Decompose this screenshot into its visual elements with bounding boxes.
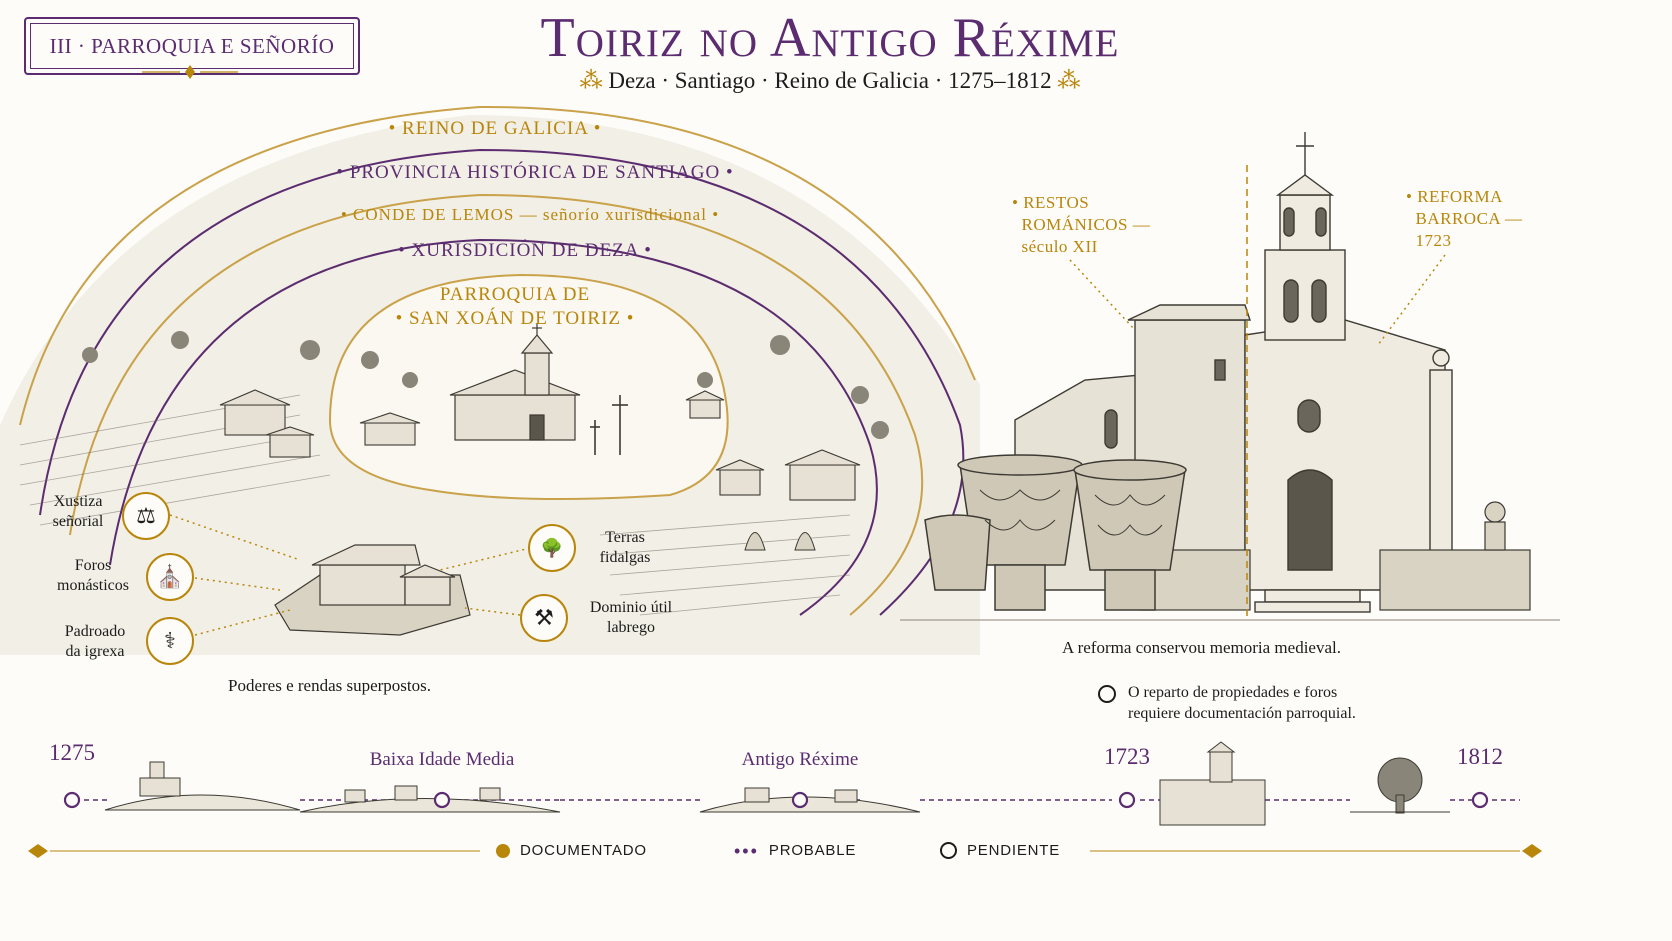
romanesque-capitals xyxy=(924,454,1187,611)
legend-rule xyxy=(28,844,1542,858)
dotted-icon: ••• xyxy=(734,840,759,861)
jurisdiction-diagram xyxy=(0,105,980,655)
timeline-thumb-village xyxy=(299,785,561,813)
caption-left: Poderes e rendas superpostos. xyxy=(228,676,432,695)
tag-ornament xyxy=(142,65,238,79)
houses-parish xyxy=(219,389,861,501)
timeline-thumb-tree xyxy=(1350,757,1450,814)
timeline-thumb-church xyxy=(1159,741,1266,826)
legend-documentado: DOCUMENTADO xyxy=(496,842,647,859)
timeline-node-1275 xyxy=(63,791,81,809)
hollow-circle-icon xyxy=(940,842,957,859)
band-label-provincia: • PROVINCIA HISTÓRICA DE SANTIAGO • xyxy=(336,162,734,183)
legend-ornament-right xyxy=(1522,844,1542,858)
legend-ornament-left xyxy=(28,844,48,858)
timeline-graphic xyxy=(63,741,1520,826)
farmhouse-drawing xyxy=(274,544,471,636)
timeline-label-1812: 1812 xyxy=(1457,744,1503,769)
band-label-parroquia: PARROQUIA DE • SAN XOÁN DE TOIRIZ • xyxy=(395,284,635,329)
leader-romanesque xyxy=(1069,259,1136,331)
annotation-romanesque: • RESTOS ROMÁNICOS — século XII xyxy=(1012,193,1151,256)
baroque-facade xyxy=(1244,132,1453,613)
crozier-icon: ⚕ xyxy=(146,617,194,665)
timeline-thumb-farm xyxy=(699,787,921,813)
timeline-node-1812 xyxy=(1471,791,1489,809)
caption-right: A reforma conservou memoria medieval. xyxy=(1062,638,1341,657)
timeline-label-1723: 1723 xyxy=(1104,744,1150,769)
scales-icon: ⚖ xyxy=(122,492,170,540)
crosses xyxy=(590,395,628,455)
section-tag-text: III · PARROQUIA E SEÑORÍO xyxy=(49,33,335,58)
timeline-label-baixa: Baixa Idade Media xyxy=(369,749,515,770)
timeline-node-baixa xyxy=(433,791,451,809)
plough-icon: ⚒ xyxy=(520,594,568,642)
annotation-baroque: • REFORMA BARROCA — 1723 xyxy=(1406,187,1523,250)
timeline-label-1275: 1275 xyxy=(49,740,95,765)
band-conde-lemos xyxy=(69,193,924,616)
solid-dot-icon xyxy=(496,843,510,858)
parish-church-drawing xyxy=(449,323,581,441)
timeline-node-1723 xyxy=(1118,791,1136,809)
page-subtitle: ⁂ Deza · Santiago · Reino de Galicia · 1… xyxy=(420,68,1240,94)
pending-note: O reparto de propiedades e foros requier… xyxy=(1098,682,1518,724)
church-icon: ⛪ xyxy=(146,553,194,601)
haystacks xyxy=(744,532,816,551)
trees xyxy=(82,331,889,439)
band-label-reino: • REINO DE GALICIA • xyxy=(388,118,602,139)
power-leader-lines xyxy=(169,514,531,636)
legend-pendiente: PENDIENTE xyxy=(940,842,1060,859)
band-label-conde-lemos: • CONDE DE LEMOS — señorío xurisdicional… xyxy=(340,205,720,224)
subtitle-ornament-left: ⁂ xyxy=(579,68,609,93)
page-title: Toiriz no Antigo Réxime xyxy=(540,7,1120,69)
band-reino-galicia xyxy=(19,105,976,426)
band-label-deza: • XURISDICIÓN DE DEZA • xyxy=(398,240,652,261)
band-xurisdicion-deza xyxy=(109,238,878,616)
timeline-node-antigo xyxy=(791,791,809,809)
leader-baroque xyxy=(1377,254,1446,346)
subtitle-ornament-right: ⁂ xyxy=(1057,68,1081,93)
church-illustration xyxy=(900,132,1560,621)
tree-icon: 🌳 xyxy=(528,524,576,572)
capital-carving xyxy=(979,489,1166,536)
timeline-thumb-castle xyxy=(104,761,301,811)
legend-probable: ••• PROBABLE xyxy=(734,840,857,861)
pending-marker-icon xyxy=(1098,685,1116,703)
timeline-label-antigo: Antigo Réxime xyxy=(741,749,859,770)
subtitle-text: Deza · Santiago · Reino de Galicia · 127… xyxy=(608,68,1052,93)
